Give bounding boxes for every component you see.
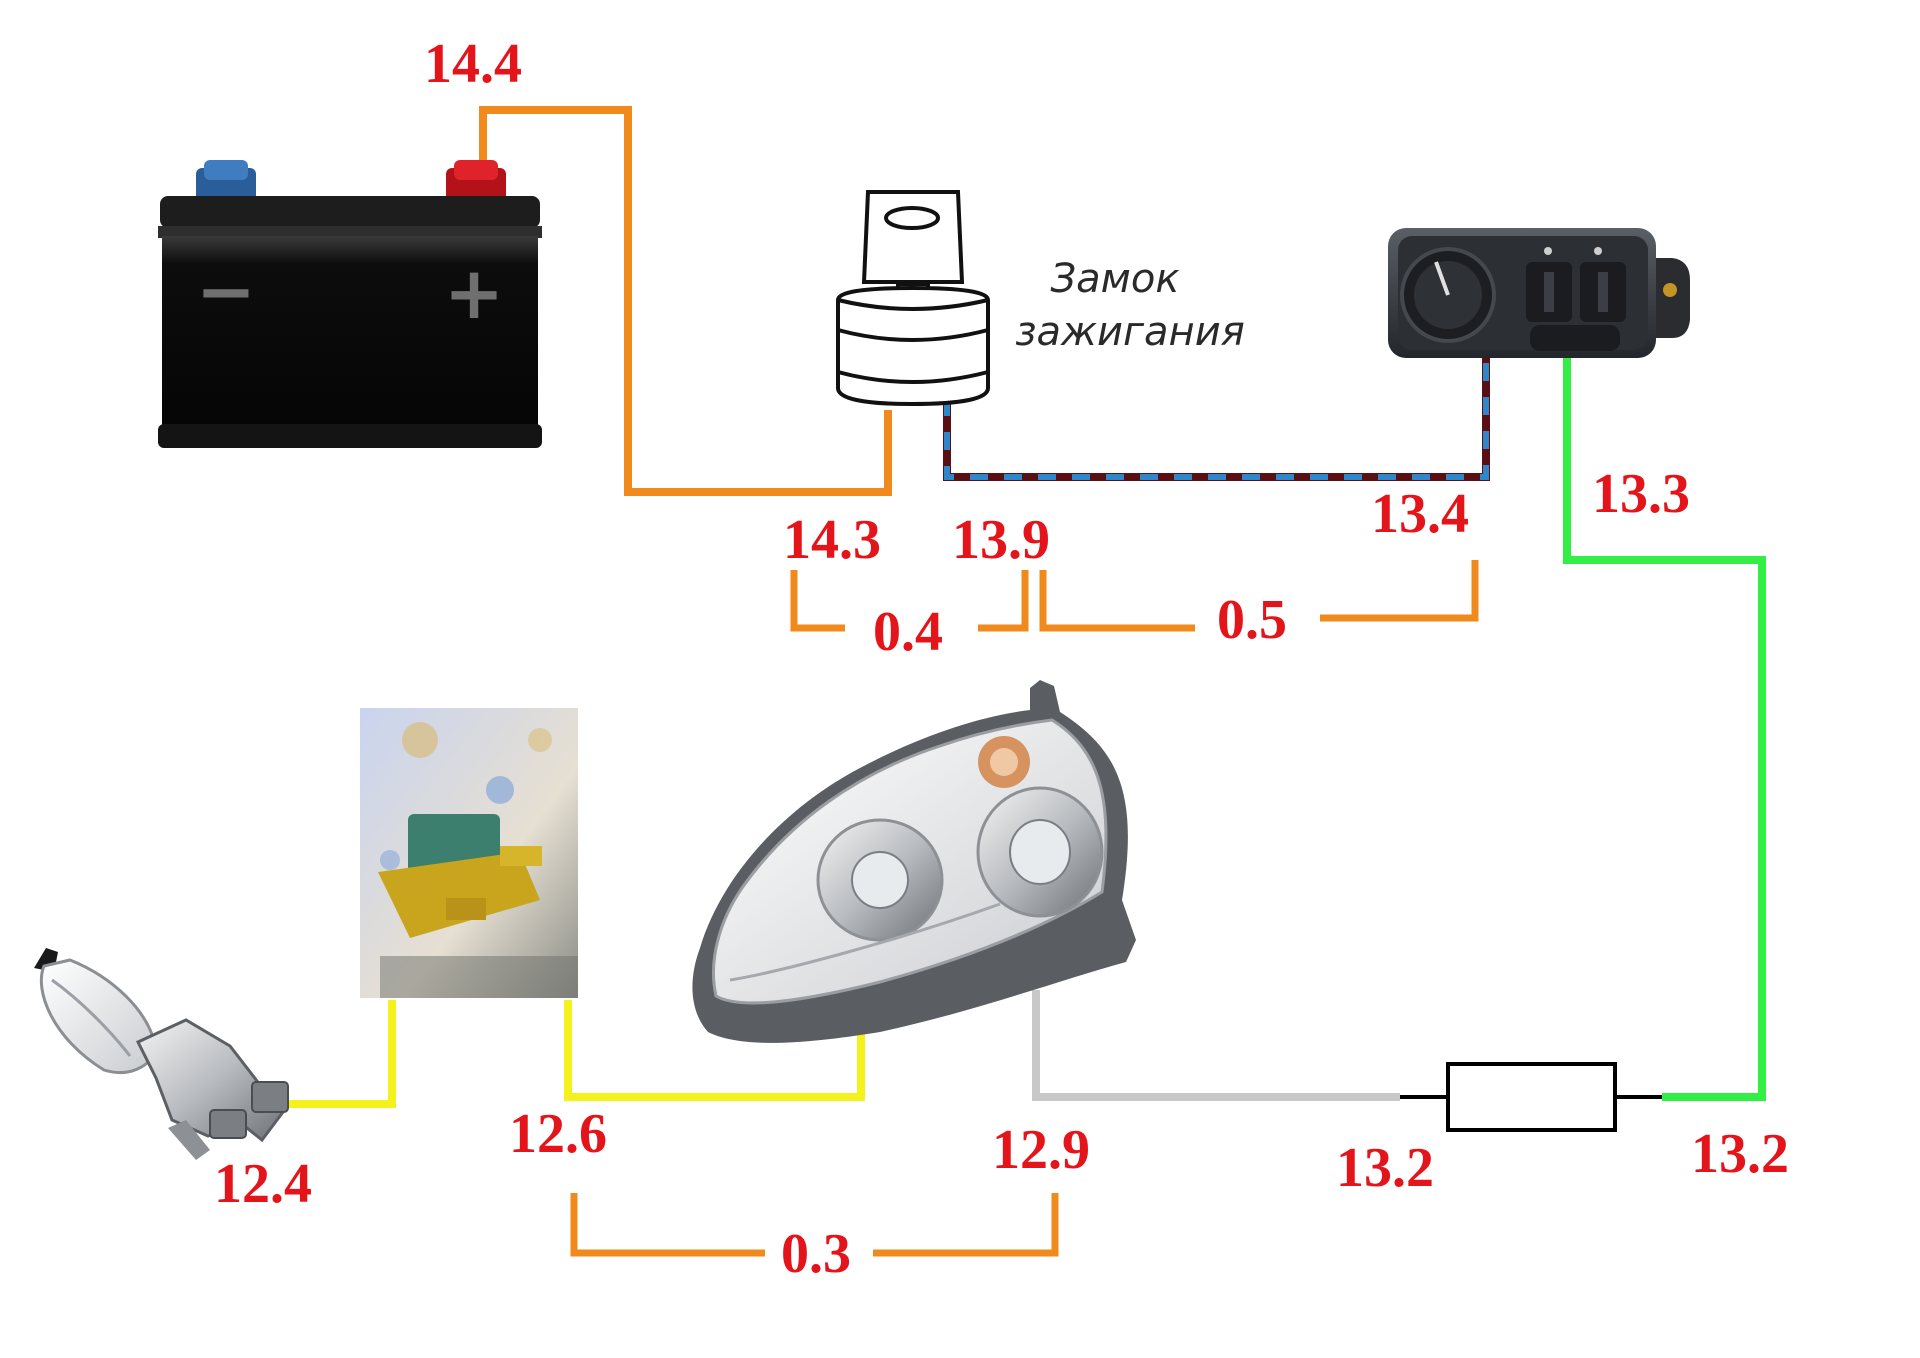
battery-wire [479,106,892,496]
voltage-ignition-input: 14.3 [783,509,881,571]
battery-plus-sign: + [444,251,504,335]
voltage-lamp: 12.4 [214,1153,312,1215]
voltage-drops: 0.4 0.5 0.3 [781,589,1287,1285]
battery-minus-sign: − [196,249,256,333]
voltage-switch-output: 13.3 [1592,463,1690,525]
bracket-wire-right [1320,560,1479,622]
voltage-fuse-in: 13.2 [1336,1137,1434,1199]
lamp-wire [287,1000,396,1108]
switch-feed-wire-dash [944,350,1489,480]
voltage-switch-input: 13.4 [1371,483,1469,545]
fuse-icon [1446,1062,1617,1132]
headlight-feed-wire [1032,990,1400,1101]
headlight-return-wire [564,1000,865,1101]
ignition-label-line2: зажигания [1015,309,1245,355]
bracket-headlight-left [570,1193,765,1257]
drop-ignition: 0.4 [873,601,943,663]
fused-wire [1563,355,1766,1101]
switch-feed-wire [943,350,1490,481]
voltage-headlight-in: 12.9 [992,1119,1090,1181]
voltage-values: 14.4 14.3 13.9 13.4 13.3 13.2 13.2 12.9 … [214,33,1789,1215]
voltage-fuse-out: 13.2 [1691,1123,1789,1185]
voltage-headlight-out: 12.6 [509,1103,607,1165]
drop-headlight: 0.3 [781,1223,851,1285]
bracket-wire-left [1039,570,1195,632]
relay-photo [360,708,578,998]
bracket-ignition-left [790,570,845,632]
light-switch-icon [1388,228,1690,358]
headlight-icon [692,680,1136,1043]
voltage-battery-terminal: 14.4 [424,33,522,95]
voltage-ignition-output: 13.9 [952,509,1050,571]
ignition-label-line1: Замок [1051,256,1180,302]
ignition-switch-icon [836,190,990,407]
h7-bulb-icon [34,948,289,1160]
bracket-headlight-right [873,1193,1059,1257]
bracket-ignition-right [978,570,1029,632]
wires [287,106,1766,1108]
battery-icon: − + [158,160,542,448]
drop-brackets [570,560,1479,1257]
drop-wire-to-switch: 0.5 [1217,589,1287,651]
